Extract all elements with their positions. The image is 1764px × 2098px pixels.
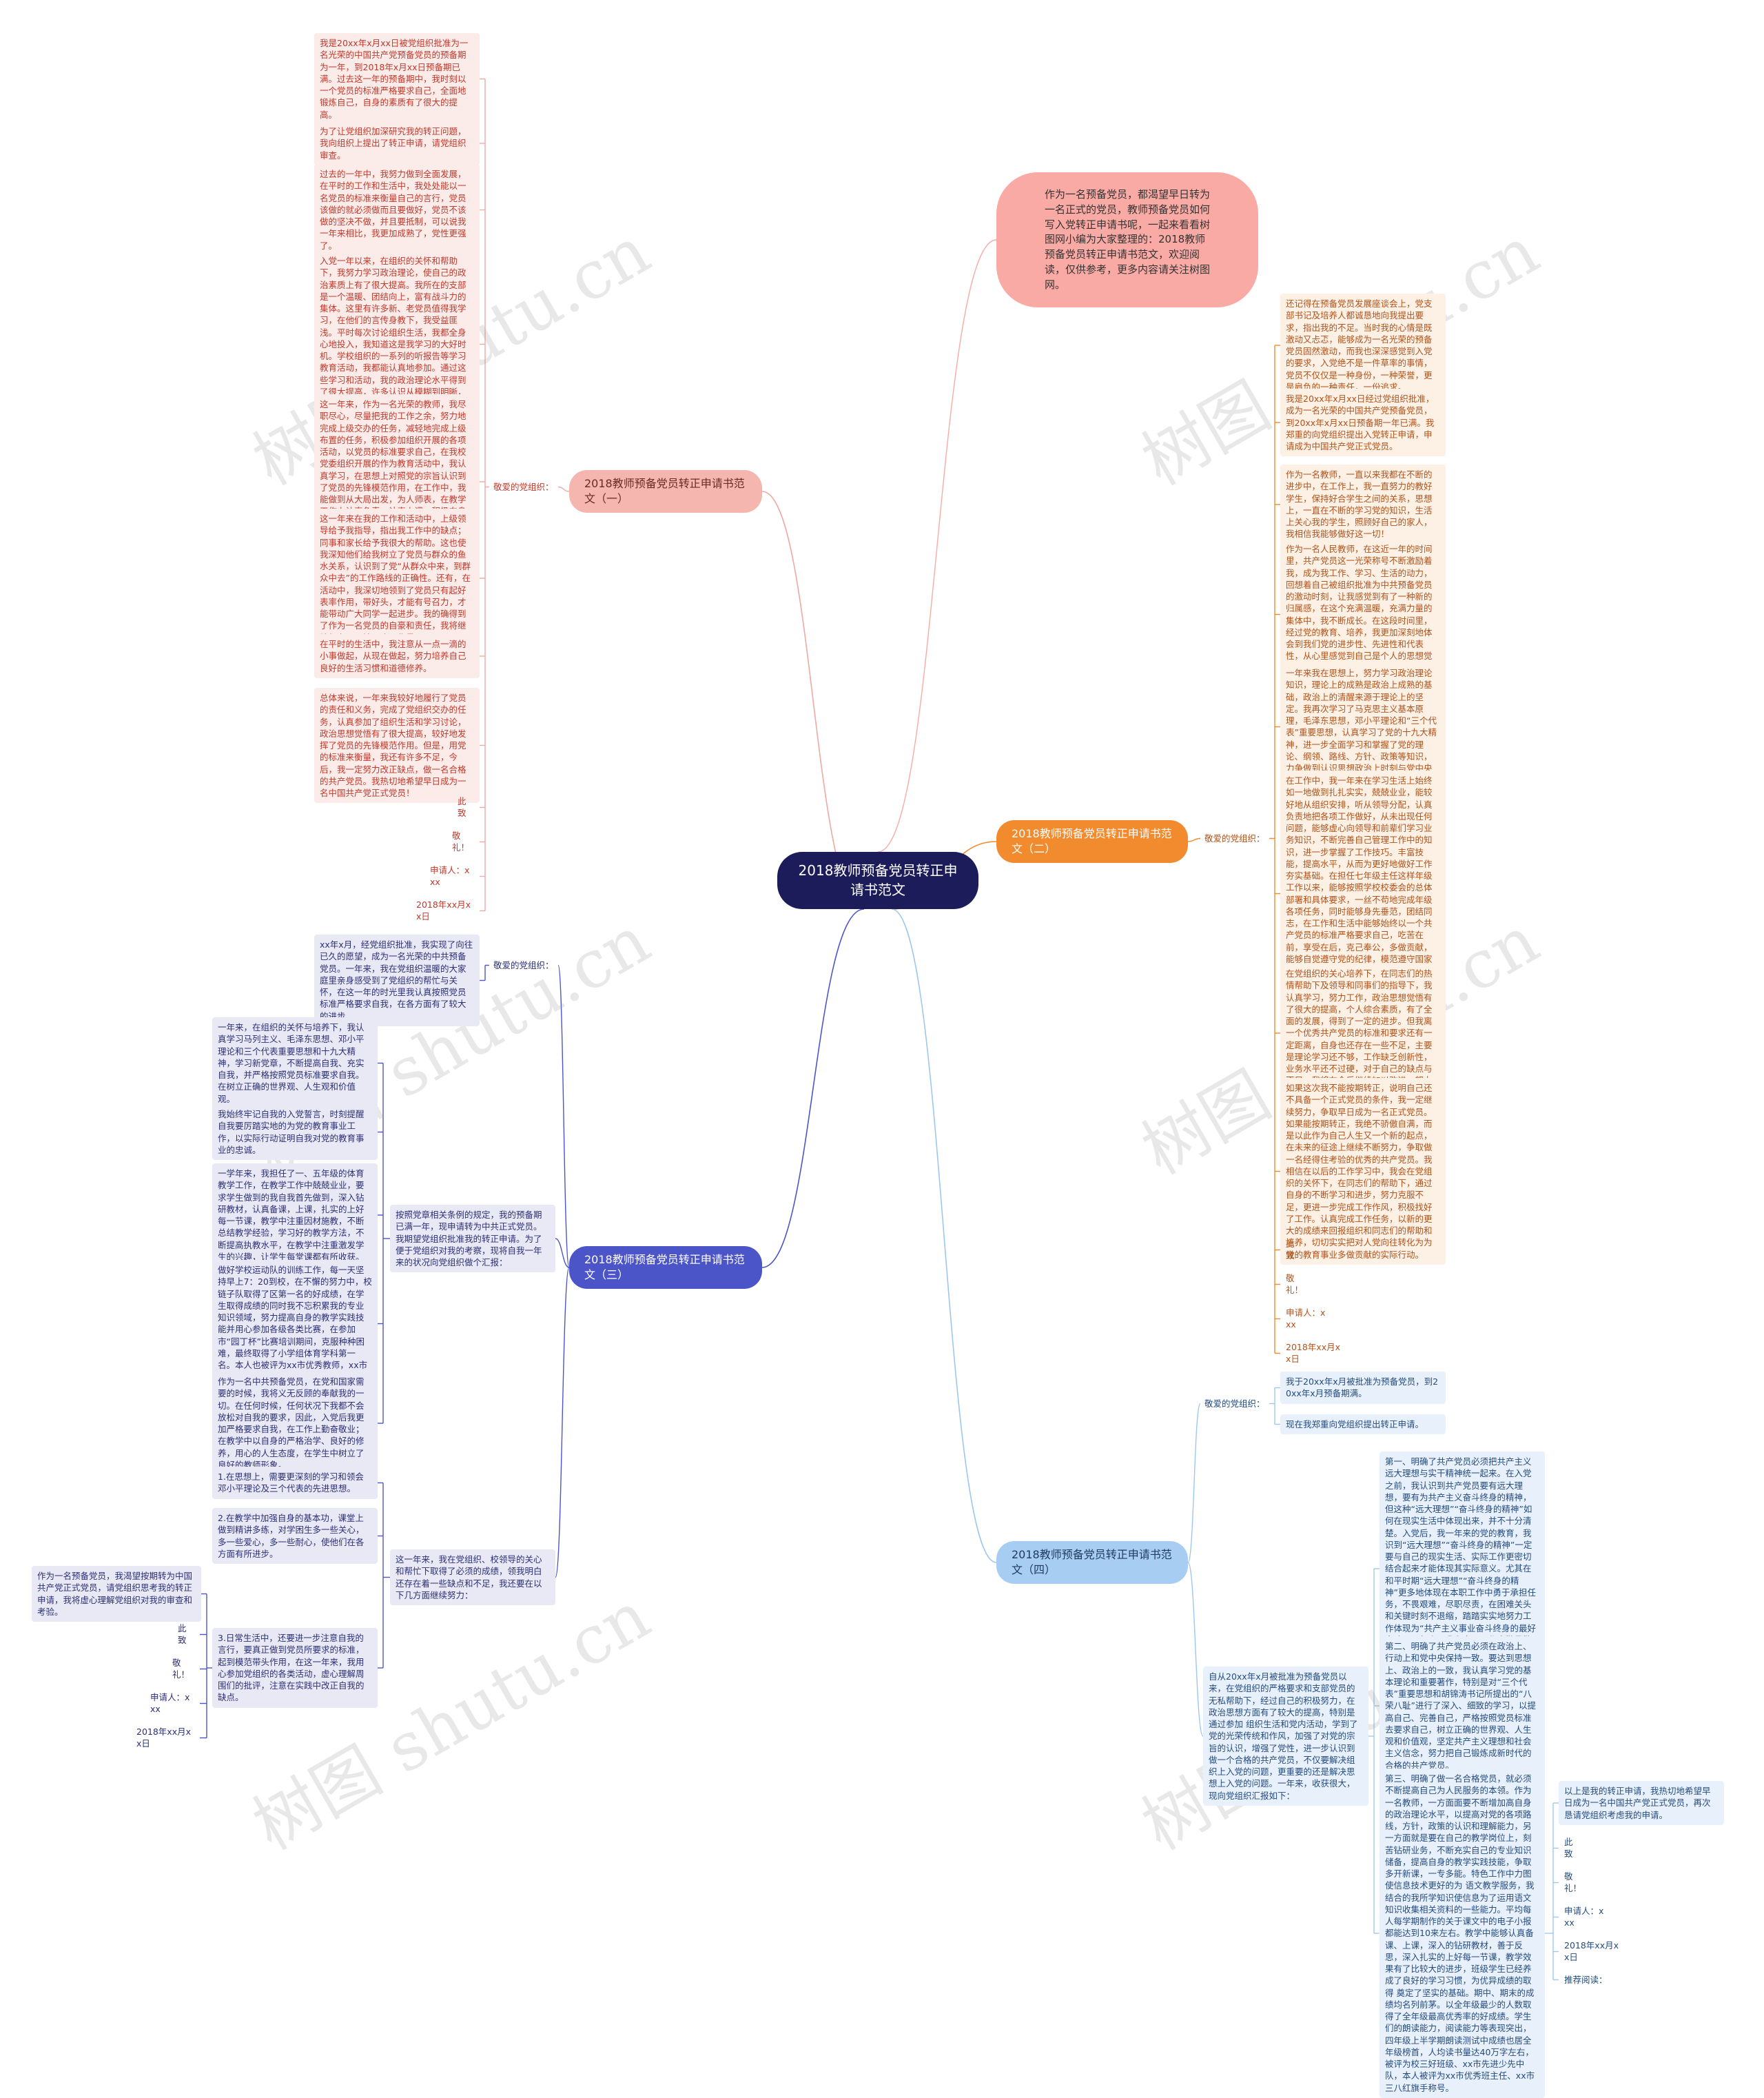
branch-1-salutation: 敬爱的党组织： xyxy=(493,482,554,492)
branch-3-point: 1.在思想上，需要更深刻的学习和领会邓小平理论及三个代表的先进思想。 xyxy=(212,1467,378,1499)
branch-2-paragraph: 还记得在预备党员发展座谈会上，党支部书记及培养人都诚恳地向我提出要求，指出我的不… xyxy=(1280,294,1446,397)
branch-2-applicant: 申请人：xxx xyxy=(1286,1307,1326,1330)
branch-3-opening: xx年x月，经党组织批准，我实现了向往已久的愿望，成为一名光荣的中共预备党员。一… xyxy=(314,935,480,1026)
connector-line xyxy=(1187,837,1201,842)
branch-4-date: 2018年xx月xx日 xyxy=(1564,1940,1619,1963)
branch-4-intro-line: 现在我郑重向党组织提出转正申请。 xyxy=(1280,1414,1446,1435)
branch-1-paragraph: 为了让党组织加深研究我的转正问题，我向组织上提出了转正申请，请党组织审查。 xyxy=(314,121,480,165)
branch-4-title[interactable]: 2018教师预备党员转正申请书范文（四） xyxy=(996,1541,1188,1585)
branch-2-paragraph: 我是20xx年x月xx日经过党组织批准，成为一名光荣的中国共产党预备党员，到20… xyxy=(1280,389,1446,457)
branch-4-salutation: 敬爱的党组织： xyxy=(1204,1398,1265,1409)
branch-3-applicant: 申请人：xxx xyxy=(150,1692,190,1715)
connector-line xyxy=(761,491,865,910)
branch-1-paragraph: 总体来说，一年来我较好地履行了党员的责任和义务，完成了党组织交办的任务，认真参加… xyxy=(314,688,480,804)
branch-3-closing: 此致 xyxy=(178,1623,187,1646)
branch-4-summary: 自从20xx年x月被批准为预备党员以来，在党组织的严格要求和支部党员的无私帮助下… xyxy=(1203,1667,1368,1806)
branch-3-salutation: 敬爱的党组织： xyxy=(493,960,554,970)
branch-4-intro-line: 我于20xx年x月被批准为预备党员，到20xx年x月预备期满。 xyxy=(1280,1372,1446,1404)
branch-4-salute: 敬礼！ xyxy=(1564,1871,1582,1894)
branch-2-closing: 此致 xyxy=(1286,1239,1295,1261)
branch-3-paragraph: 一学年来，我担任了一、五年级的体育教学工作，在教学工作中兢兢业业，要求学生做到的… xyxy=(212,1163,378,1267)
connector-line xyxy=(557,486,570,492)
branch-2-date: 2018年xx月xx日 xyxy=(1286,1342,1341,1365)
branch-3-report-intro: 按照党章相关条例的规定，我的预备期已满一年，现申请转为中共正式党员。我期望党组织… xyxy=(390,1205,555,1273)
branch-2-title[interactable]: 2018教师预备党员转正申请书范文（二） xyxy=(996,820,1188,864)
root-topic[interactable]: 2018教师预备党员转正申请书范文 xyxy=(777,852,978,910)
branch-3-paragraph: 作为一名中共预备党员，在党和国家需要的时候，我将义无反顾的奉献我的一切。在任何时… xyxy=(212,1372,378,1475)
branch-2-paragraph: 作为一名人民教师，在这近一年的时间里，共产党员这一光荣称号不断激励着我，成为我工… xyxy=(1280,539,1446,690)
branch-2-paragraph: 如果这次我不能按期转正，说明自己还不具备一个正式党员的条件，我一定继续努力，争取… xyxy=(1280,1078,1446,1265)
connector-line xyxy=(891,908,997,1563)
branch-1-paragraph: 过去的一年中，我努力做到全面发展，在平时的工作和生活中，我处处能以一名党员的标准… xyxy=(314,164,480,256)
branch-1-applicant: 申请人：xxx xyxy=(430,865,470,888)
branch-2-salute: 敬礼！ xyxy=(1286,1273,1304,1296)
branch-4-recommended-reading: 推荐阅读： xyxy=(1564,1975,1608,1985)
branch-4-closing: 此致 xyxy=(1564,1837,1573,1860)
branch-4-applicant: 申请人：xxx xyxy=(1564,1906,1604,1928)
intro-bubble[interactable]: 作为一名预备党员，都渴望早日转为一名正式的党员，教师预备党员如何写入党转正申请书… xyxy=(996,172,1258,308)
branch-4-conclusion: 以上是我的转正申请，我热切地希望早日成为一名中国共产党正式党员，再次恳请党组织考… xyxy=(1559,1781,1724,1825)
branch-1-closing: 此致 xyxy=(458,796,466,819)
branch-2-salutation: 敬爱的党组织： xyxy=(1204,833,1265,844)
connector-line xyxy=(555,1267,570,1578)
connector-lines xyxy=(200,78,1559,1981)
branch-1-date: 2018年xx月xx日 xyxy=(416,899,471,922)
branch-3-date: 2018年xx月xx日 xyxy=(136,1727,192,1749)
connector-line xyxy=(1187,1562,1204,1737)
branch-3-closing-text: 作为一名预备党员，我渴望按期转为中国共产党正式党员，请党组织思考我的转正申请，我… xyxy=(32,1566,201,1622)
branch-2-paragraph: 作为一名教师，一直以来我都在不断的进步中，在工作上，我一直努力的教好学生，保持好… xyxy=(1280,465,1446,544)
branch-1-paragraph: 这一年来在我的工作和活动中，上级领导给予我指导，指出我工作中的缺点；同事和家长给… xyxy=(314,509,480,648)
mind-map-canvas: 树图 shutu.cn 树图 shutu.cn 树图 shutu.cn 树图 s… xyxy=(32,33,1724,2098)
branch-3-salute: 敬礼！ xyxy=(172,1658,190,1680)
branch-1-paragraph: 在平时的生活中，我注意从一点一滴的小事做起，从现在做起，努力培养自己良好的生活习… xyxy=(314,634,480,678)
branch-3-point: 3.日常生活中，还要进一步注意自我的言行，要真正做到党员所要求的标准，起到模范带… xyxy=(212,1628,378,1708)
connector-line xyxy=(761,908,865,1268)
branch-4-point: 第二、明确了共产党员必须在政治上、行动上和党中央保持一致。要达到思想上、政治上的… xyxy=(1380,1636,1545,1775)
connector-line xyxy=(557,964,570,1268)
branch-1-title[interactable]: 2018教师预备党员转正申请书范文（一） xyxy=(569,470,762,513)
branch-3-paragraph: 我始终牢记自我的入党誓言，时刻提醒自我要厉踏实地的为党的教育事业工作，以实际行动… xyxy=(212,1104,378,1160)
branch-3-paragraph: 一年来，在组织的关怀与培养下，我认真学习马列主义、毛泽东思想、邓小平理论和三个代… xyxy=(212,1017,378,1109)
branch-3-improvement-intro: 这一年来，我在党组织、校领导的关心和帮忙下取得了必须的成绩，领我明白还存在着一些… xyxy=(390,1549,555,1605)
branch-1-salute: 敬礼！ xyxy=(452,831,470,853)
connector-line xyxy=(877,239,997,853)
connector-line xyxy=(555,1238,570,1268)
connector-line xyxy=(1187,1403,1201,1563)
branch-1-paragraph: 我是20xx年x月xx日被党组织批准为一名光荣的中国共产党预备党员的预备期为一年… xyxy=(314,33,480,125)
branch-3-title[interactable]: 2018教师预备党员转正申请书范文（三） xyxy=(569,1246,762,1290)
branch-3-point: 2.在教学中加强自身的基本功，课堂上做到精讲多练，对学困生多一些关心，多一些爱心… xyxy=(212,1508,378,1564)
branch-4-point: 第三、明确了做一名合格党员，就必须不断提高自己为人民服务的本领。作为一名教师，一… xyxy=(1380,1769,1545,2098)
branch-3-paragraph: 做好学校运动队的训练工作，每一天坚持早上7：20到校，在不懈的努力中，校链子队取… xyxy=(212,1260,378,1387)
